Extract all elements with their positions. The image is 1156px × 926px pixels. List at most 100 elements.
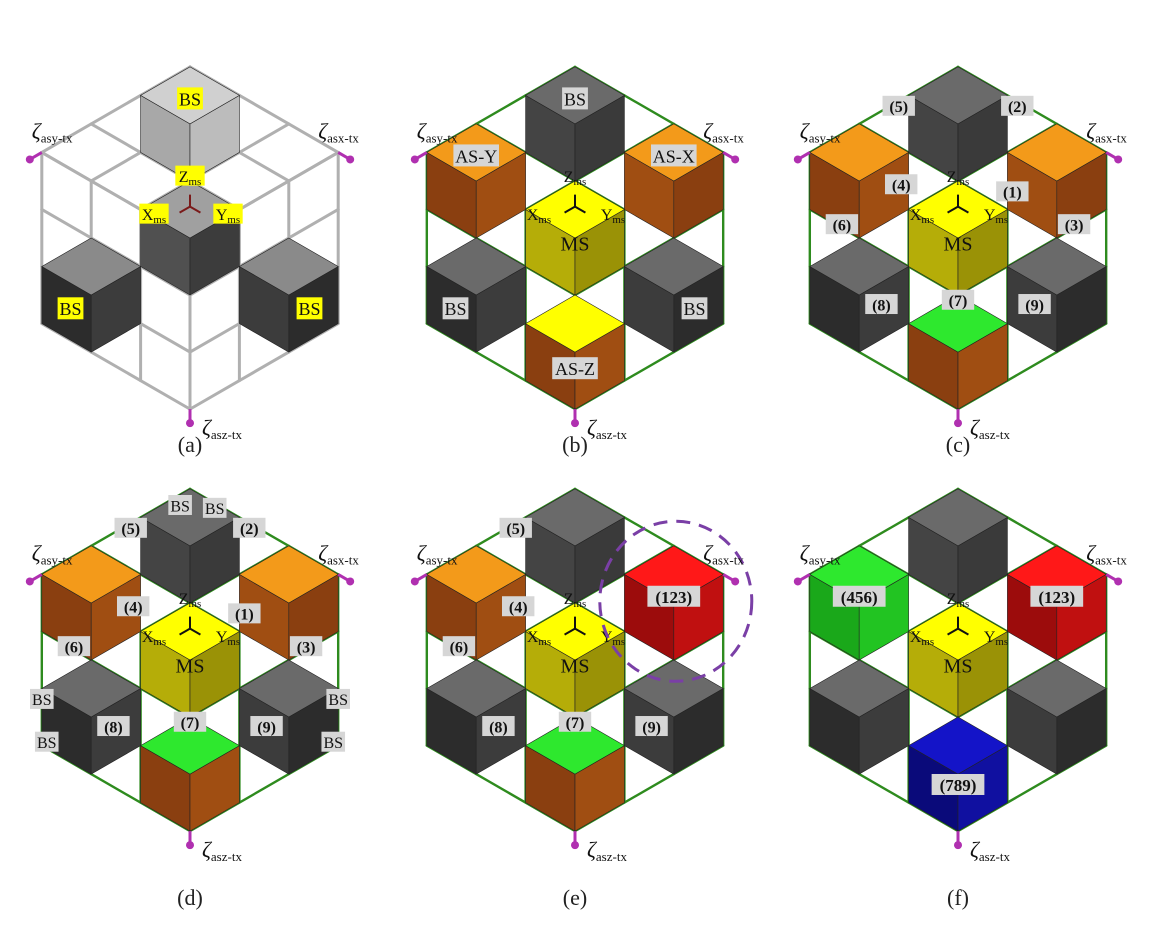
svg-text:ζasy-tx: ζasy-tx xyxy=(417,118,458,145)
block-top xyxy=(141,67,240,181)
tx-label-asz: ζasz-tx xyxy=(202,837,242,864)
pin-asx xyxy=(1106,574,1122,585)
number-label-2: (2) xyxy=(1001,96,1033,116)
pin-asy xyxy=(794,152,810,163)
caption-c: (c) xyxy=(946,432,970,457)
svg-text:(8): (8) xyxy=(872,297,891,314)
tx-label-asx: ζasx-tx xyxy=(318,540,359,567)
pin-asx xyxy=(723,152,739,163)
bs-label-left: BS xyxy=(58,297,84,319)
ms-label: MS xyxy=(176,655,205,677)
svg-text:(789): (789) xyxy=(940,776,977,795)
svg-text:BS: BS xyxy=(205,501,225,518)
svg-text:(5): (5) xyxy=(889,99,908,116)
number-label-8: (8) xyxy=(865,294,897,314)
svg-text:ζasz-tx: ζasz-tx xyxy=(970,837,1010,864)
block-right xyxy=(1007,660,1106,774)
svg-text:(7): (7) xyxy=(181,715,200,732)
number-label-5: (5) xyxy=(883,96,915,116)
svg-text:BS: BS xyxy=(59,299,81,319)
tx-label-asy: ζasy-tx xyxy=(800,118,841,145)
pin-asz xyxy=(571,831,579,849)
ms-label: MS xyxy=(561,655,590,677)
caption-a: (a) xyxy=(178,432,202,457)
svg-text:ζasz-tx: ζasz-tx xyxy=(202,837,242,864)
group-label-3: (789) xyxy=(932,774,985,795)
svg-text:MS: MS xyxy=(944,233,973,255)
group-label: (123) xyxy=(647,586,700,607)
tx-label-asy: ζasy-tx xyxy=(417,540,458,567)
pin-asz xyxy=(186,409,194,427)
tx-label-asz: ζasz-tx xyxy=(970,837,1010,864)
caption-f: (f) xyxy=(947,885,969,910)
number-label-7: (7) xyxy=(174,712,206,732)
pin-asy xyxy=(411,152,427,163)
pin-asz xyxy=(186,831,194,849)
number-label-1: (1) xyxy=(996,181,1028,201)
svg-text:BS: BS xyxy=(444,299,466,319)
number-label-9: (9) xyxy=(1018,294,1050,314)
svg-text:ζasz-tx: ζasz-tx xyxy=(970,415,1010,442)
svg-text:BS: BS xyxy=(298,299,320,319)
pin-asz xyxy=(954,409,962,427)
svg-text:(2): (2) xyxy=(240,521,259,538)
block-as-z xyxy=(141,717,240,831)
svg-text:MS: MS xyxy=(944,655,973,677)
svg-text:BS: BS xyxy=(170,498,190,515)
svg-text:BS: BS xyxy=(564,89,586,109)
svg-text:ζasz-tx: ζasz-tx xyxy=(587,837,627,864)
svg-text:ζasx-tx: ζasx-tx xyxy=(318,540,359,567)
pin-asy xyxy=(794,574,810,585)
block-as-z xyxy=(909,295,1008,409)
caption-b: (b) xyxy=(562,432,588,457)
tx-label-asz: ζasz-tx xyxy=(970,415,1010,442)
ms-label: MS xyxy=(944,233,973,255)
block-as-z xyxy=(526,295,625,409)
number-label-2: (2) xyxy=(233,518,265,538)
bs-label-6: BS xyxy=(203,498,227,518)
pin-asy xyxy=(411,574,427,585)
svg-text:(456): (456) xyxy=(841,588,878,607)
panel-f: ZmsXmsYmsMS(456)(123)(789)ζasy-txζasx-tx… xyxy=(794,489,1128,864)
svg-text:ζasx-tx: ζasx-tx xyxy=(318,118,359,145)
panel-b: ZmsXmsYmsMSBSBSBSAS-YAS-XAS-Zζasy-txζasx… xyxy=(411,67,745,442)
group-label-1: (456) xyxy=(833,586,886,607)
pin-asx xyxy=(338,574,354,585)
number-label-5: (8) xyxy=(482,716,514,736)
block-right xyxy=(624,238,723,352)
svg-text:AS-Z: AS-Z xyxy=(555,359,595,379)
block-top xyxy=(909,67,1008,181)
svg-text:BS: BS xyxy=(323,735,343,752)
block-right xyxy=(239,238,338,352)
svg-text:(4): (4) xyxy=(892,178,911,195)
tx-label-asz: ζasz-tx xyxy=(587,415,627,442)
svg-text:(9): (9) xyxy=(1025,297,1044,314)
svg-text:(6): (6) xyxy=(450,639,469,656)
svg-text:MS: MS xyxy=(176,655,205,677)
svg-text:ζasx-tx: ζasx-tx xyxy=(1086,118,1127,145)
svg-text:ζasy-tx: ζasy-tx xyxy=(417,540,458,567)
svg-text:(2): (2) xyxy=(1008,99,1027,116)
block-left xyxy=(42,238,141,352)
panel-d: ZmsXmsYmsMS(1)(2)(3)(4)(5)(6)(7)(8)(9)BS… xyxy=(26,489,360,864)
tx-label-asz: ζasz-tx xyxy=(202,415,242,442)
number-label-6: (6) xyxy=(826,214,858,234)
svg-text:(1): (1) xyxy=(235,607,254,624)
number-label-4: (4) xyxy=(117,596,149,616)
tx-label-asx: ζasx-tx xyxy=(1086,118,1127,145)
caption-d: (d) xyxy=(177,885,203,910)
svg-text:(3): (3) xyxy=(1065,217,1084,234)
svg-text:BS: BS xyxy=(683,299,705,319)
pin-asy xyxy=(26,574,42,585)
number-label-8: (8) xyxy=(97,716,129,736)
ms-label: MS xyxy=(561,233,590,255)
svg-text:(123): (123) xyxy=(655,588,692,607)
svg-text:ζasy-tx: ζasy-tx xyxy=(32,540,73,567)
svg-text:BS: BS xyxy=(32,692,52,709)
bs-label-right: BS xyxy=(682,297,708,319)
svg-text:(4): (4) xyxy=(124,600,143,617)
svg-text:(8): (8) xyxy=(489,719,508,736)
svg-text:(3): (3) xyxy=(297,639,316,656)
svg-text:ζasx-tx: ζasx-tx xyxy=(703,540,744,567)
